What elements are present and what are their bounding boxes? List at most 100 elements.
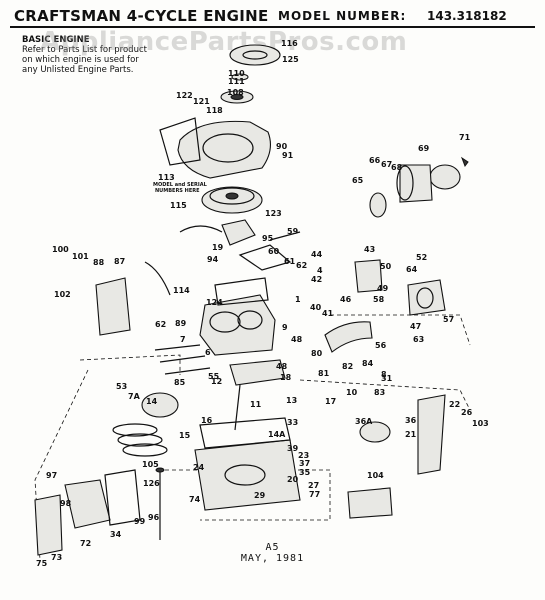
part-number-label: 47 [410, 322, 421, 331]
part-number-label: 98 [60, 499, 72, 508]
part-number-label: 108 [227, 88, 244, 97]
part-number-label: 13 [286, 396, 297, 405]
part-number-label: 1 [295, 295, 301, 304]
part-number-label: 63 [413, 335, 424, 344]
parts-bag-part [347, 487, 393, 519]
part-number-label: 62 [155, 320, 166, 329]
part-number-label: 65 [352, 176, 364, 185]
cylinder-block-part [199, 277, 276, 356]
part-number-label: 118 [206, 106, 223, 115]
part-number-label: 94 [207, 255, 219, 264]
part-number-label: 49 [377, 284, 389, 293]
part-number-label: 48 [276, 362, 288, 371]
part-number-label: 18 [280, 373, 292, 382]
part-number-label: 48 [291, 335, 303, 344]
section-outline-bottom [165, 469, 331, 521]
part-number-label: 11 [250, 400, 262, 409]
part-number-label: 87 [114, 257, 125, 266]
piston-rings-part [112, 392, 179, 457]
basic-engine-note: BASIC ENGINE Refer to Parts List for pro… [22, 35, 162, 75]
valves-part [154, 344, 211, 375]
part-number-label: 58 [373, 295, 385, 304]
part-number-label: 122 [176, 91, 193, 100]
part-number-label: 90 [276, 142, 288, 151]
part-number-label: 4 [317, 266, 323, 275]
part-number-label: 62 [296, 261, 307, 270]
part-number-label: 14A [268, 430, 286, 439]
part-number-label: 7 [180, 335, 186, 344]
muffler-bracket-part [95, 261, 171, 336]
model-serial-callout: MODEL and SERIAL [153, 182, 208, 188]
part-number-label: 43 [364, 245, 375, 254]
part-number-label: 74 [189, 495, 201, 504]
part-number-label: 44 [311, 250, 323, 259]
part-number-label: 56 [375, 341, 387, 350]
part-number-label: 20 [287, 475, 299, 484]
part-number-label: 84 [362, 359, 374, 368]
part-number-label: 53 [116, 382, 127, 391]
model-number-label: MODEL NUMBER: [278, 9, 407, 23]
part-number-label: 39 [287, 444, 299, 453]
part-number-label: 55 [208, 372, 220, 381]
starter-assembly-part [220, 44, 281, 104]
part-number-label: 69 [418, 144, 430, 153]
part-number-label: 15 [179, 431, 191, 440]
footer-date: MAY, 1981 [240, 553, 305, 564]
part-number-label: 59 [287, 227, 299, 236]
part-number-label: 82 [342, 362, 353, 371]
governor-linkage-part [238, 231, 301, 271]
part-number-label: 80 [311, 349, 323, 358]
part-number-label: 64 [406, 265, 418, 274]
part-number-label: 124 [206, 298, 223, 307]
part-number-label: 102 [54, 290, 71, 299]
part-number-label: 6 [205, 348, 211, 357]
part-number-label: 41 [322, 309, 334, 318]
part-number-labels: 1161251101111081221211189091113115123716… [36, 39, 489, 568]
part-number-label: 10 [346, 388, 358, 397]
part-number-label: 123 [265, 209, 282, 218]
model-serial-callout: NUMBERS HERE [155, 188, 200, 194]
part-number-label: 60 [268, 247, 280, 256]
part-number-label: 26 [461, 408, 473, 417]
part-number-label: 14 [146, 397, 158, 406]
part-number-label: 83 [374, 388, 385, 397]
part-number-label: 114 [173, 286, 190, 295]
part-number-label: 99 [134, 517, 146, 526]
model-number-value: 143.318182 [427, 9, 507, 23]
part-number-label: 71 [459, 133, 471, 142]
part-number-label: 23 [298, 451, 309, 460]
part-number-label: 91 [282, 151, 294, 160]
dipstick-part [155, 467, 165, 540]
basic-engine-line: on which engine is used for [22, 55, 139, 65]
basic-engine-line: any Unlisted Engine Parts. [22, 65, 134, 75]
part-number-label: 85 [174, 378, 186, 387]
part-number-label: 46 [340, 295, 352, 304]
footer-code: A5 [265, 542, 280, 553]
section-outline-right [299, 314, 471, 411]
intake-pipe-part [324, 321, 373, 353]
part-number-label: 31 [381, 374, 393, 383]
part-number-label: 52 [416, 253, 427, 262]
part-number-label: 66 [369, 156, 381, 165]
part-number-label: 8 [381, 370, 387, 379]
part-number-label: 40 [310, 303, 322, 312]
air-cleaner-part [369, 156, 469, 218]
part-number-label: 100 [52, 245, 69, 254]
part-number-label: 36 [405, 416, 417, 425]
part-number-label: 7A [128, 392, 141, 401]
part-number-label: 57 [443, 315, 454, 324]
part-number-label: 103 [472, 419, 489, 428]
part-number-label: 29 [254, 491, 266, 500]
part-number-label: 113 [158, 173, 175, 182]
part-number-label: 116 [281, 39, 298, 48]
basic-engine-line: Refer to Parts List for product [22, 45, 147, 55]
diagram-title: CRAFTSMAN 4-CYCLE ENGINE [14, 7, 269, 25]
part-number-label: 67 [381, 160, 392, 169]
part-number-label: 125 [282, 55, 299, 64]
part-number-label: 9 [282, 323, 288, 332]
part-number-label: 27 [308, 481, 319, 490]
blower-housing-part [159, 117, 271, 179]
part-number-label: 97 [46, 471, 57, 480]
part-number-label: 111 [228, 77, 245, 86]
